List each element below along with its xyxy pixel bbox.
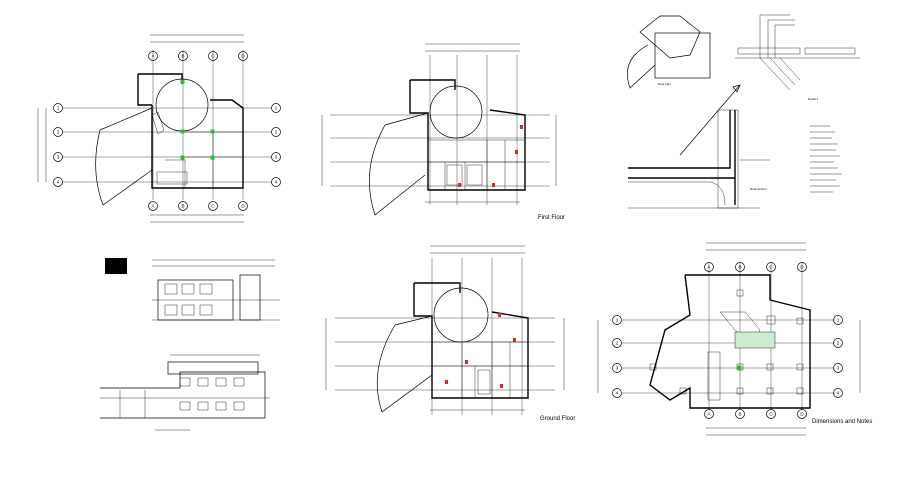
ground-floor-title: Ground Floor: [540, 416, 575, 422]
grid-label-d-bottom: D: [241, 204, 245, 209]
grid-label-2-right: 2: [275, 130, 278, 135]
col-grid-4: 4: [616, 391, 619, 396]
grid-bubbles-left: 1 2 3 4: [53, 103, 63, 187]
grid-label-4: 4: [57, 180, 60, 185]
grid-label-d: D: [241, 54, 245, 59]
grid-label-a-bottom: A: [151, 204, 154, 209]
col-grid-a: A: [707, 265, 710, 270]
col-grid-a-bottom: A: [707, 412, 710, 417]
col-grid-b-bottom: B: [738, 412, 741, 417]
section-title: Roof section: [750, 187, 767, 191]
detail-tag: Detail 1: [808, 97, 819, 101]
col-grid-3: 3: [616, 366, 619, 371]
grid-label-c-bottom: C: [211, 204, 215, 209]
grid-label-2: 2: [57, 130, 60, 135]
ground-floor-plan-panel: Ground Floor: [325, 245, 575, 422]
grid-bubbles-right: 1 2 3 4: [271, 103, 281, 187]
grid-label-4-right: 4: [275, 180, 278, 185]
col-grid-d-bottom: D: [800, 412, 804, 417]
col-grid-4-right: 4: [837, 391, 840, 396]
col-grid-3-right: 3: [837, 366, 840, 371]
roof-plan-title: Roof plan: [658, 82, 671, 86]
col-grid-d: D: [800, 265, 804, 270]
notes-list: [810, 125, 842, 193]
grid-label-b: B: [181, 54, 184, 59]
roof-detail-panel: Roof plan Roof section Detail 1: [627, 14, 860, 209]
col-grid-1-right: 1: [837, 318, 840, 323]
col-grid-c: C: [769, 265, 773, 270]
first-floor-title: First Floor: [538, 215, 565, 221]
foundation-plan-panel: A B C D A B C D 1 2 3 4 1 2 3 4: [37, 34, 281, 223]
grid-label-a: A: [151, 54, 154, 59]
grid-bubbles-top: A B C D: [148, 51, 248, 61]
grid-label-3: 3: [57, 155, 60, 160]
grid-label-b-bottom: B: [181, 204, 184, 209]
grid-label-1: 1: [57, 106, 60, 111]
elevations-panel: [100, 258, 280, 431]
col-grid-1: 1: [616, 318, 619, 323]
col-grid-2: 2: [616, 341, 619, 346]
column-layout-title: Dimensions and Notes: [812, 419, 872, 425]
grid-label-c: C: [211, 54, 215, 59]
grid-label-1-right: 1: [275, 106, 278, 111]
grid-label-3-right: 3: [275, 155, 278, 160]
column-layout-panel: A B C D A B C D 1 2 3 4 1 2 3 4 Dimensio…: [597, 242, 872, 436]
first-floor-plan-panel: First Floor: [321, 43, 565, 221]
col-grid-2-right: 2: [837, 341, 840, 346]
col-grid-c-bottom: C: [769, 412, 773, 417]
legend-block: [105, 258, 127, 274]
grid-bubbles-bottom: A B C D: [148, 201, 248, 211]
col-grid-b: B: [738, 265, 741, 270]
